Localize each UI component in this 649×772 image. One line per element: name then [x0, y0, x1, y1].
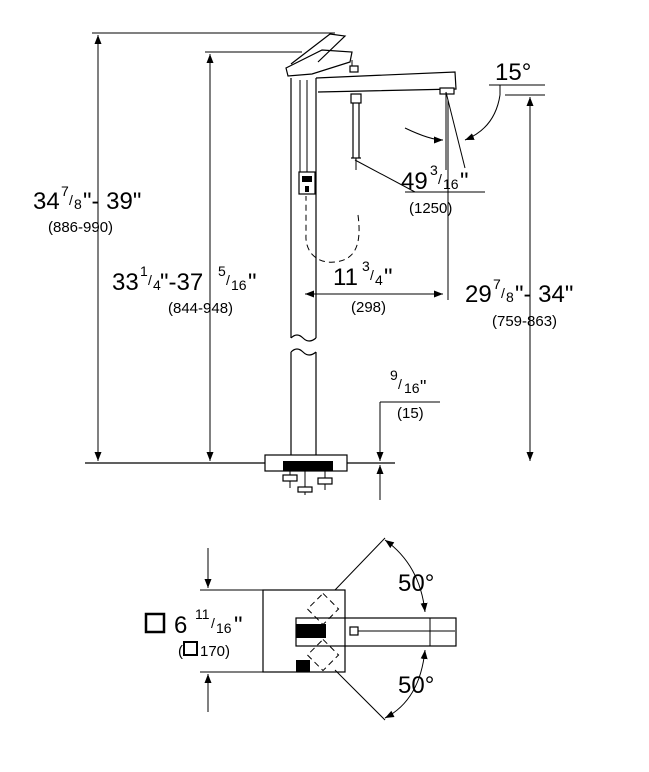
spout-height-den2: 16 [231, 277, 247, 293]
overall-height-rest: "- 39" [83, 188, 141, 215]
spout-height-whole: 33 [112, 269, 139, 296]
side-elevation [85, 32, 545, 500]
floor-offset-num: 9 [390, 367, 398, 383]
floor-offset-indicator [376, 401, 440, 500]
projection-label: 11 3 / 4 " (298) [333, 258, 393, 316]
tilt-angle-label: 15° [495, 59, 531, 86]
spout-height-mid: "-37 [160, 269, 203, 296]
svg-text:/: / [211, 615, 215, 631]
outlet-height-den: 8 [506, 289, 514, 305]
floor-offset-end: " [420, 377, 426, 397]
svg-text:/: / [69, 192, 73, 208]
aerator [439, 87, 455, 95]
square-symbol-icon [144, 612, 166, 634]
overall-height-whole: 34 [33, 188, 60, 215]
outlet-height-label: 29 7 / 8 "- 34" (759-863) [465, 276, 573, 330]
lever-handle [285, 33, 359, 77]
svg-text:/: / [226, 272, 230, 288]
hose-length-whole: 49 [401, 168, 428, 195]
base-square-metric-open: ( [178, 643, 183, 660]
projection-num: 3 [362, 258, 370, 274]
spout-height-label: 33 1 / 4 "-37 5 / 16 " (844-948) [112, 263, 257, 317]
swivel-top-label: 50° [398, 570, 434, 597]
base-square-whole: 6 [174, 612, 187, 639]
hose-path [305, 196, 360, 263]
hose-length-end: " [460, 168, 469, 195]
outlet-height-num: 7 [493, 276, 501, 292]
base-square-end: " [234, 612, 243, 639]
projection-whole: 11 [333, 264, 358, 291]
outlet-height-rest: "- 34" [515, 281, 573, 308]
tilt-angle-indicator [404, 84, 545, 170]
top-view [200, 537, 457, 721]
faucet-column [290, 78, 317, 455]
projection-den: 4 [375, 272, 383, 288]
floor-offset-den: 16 [404, 380, 420, 396]
square-symbol-small-icon [183, 641, 198, 656]
hand-shower [350, 93, 362, 170]
base-square-num: 11 [195, 606, 210, 622]
overall-height-label: 34 7 / 8 "- 39" (886-990) [33, 183, 141, 236]
spout-height-metric: (844-948) [168, 300, 233, 317]
overall-height-den: 8 [74, 196, 82, 212]
hose-length-den: 16 [443, 176, 459, 192]
spout-height-num2: 5 [218, 263, 226, 279]
spout-height-end: " [248, 269, 257, 296]
spout-height-den: 4 [153, 277, 161, 293]
base-square-den: 16 [216, 620, 232, 636]
spout [315, 71, 457, 95]
svg-text:/: / [438, 171, 442, 187]
hose-holder [298, 171, 316, 195]
spout-plan [295, 617, 457, 647]
overall-height-num: 7 [61, 183, 69, 199]
svg-text:/: / [398, 376, 402, 392]
svg-text:/: / [148, 272, 152, 288]
projection-end: " [384, 264, 393, 291]
spout-height-num: 1 [140, 263, 148, 279]
overall-height-metric: (886-990) [48, 219, 113, 236]
base-square-label: 6 11 / 16 " ( 170) [144, 606, 243, 660]
hose-length-label: 49 3 / 16 " (1250) [401, 162, 469, 217]
floor-offset-metric: (15) [397, 405, 424, 422]
swivel-bottom-label: 50° [398, 672, 434, 699]
hose-length-metric: (1250) [409, 200, 452, 217]
base-square-metric-value: 170) [200, 643, 230, 660]
hose-length-num: 3 [430, 162, 438, 178]
outlet-height-whole: 29 [465, 281, 492, 308]
svg-text:/: / [370, 267, 374, 283]
outlet-height-metric: (759-863) [492, 313, 557, 330]
projection-metric: (298) [351, 299, 386, 316]
svg-text:/: / [501, 285, 505, 301]
floor-offset-label: 9 / 16 " (15) [390, 367, 426, 422]
base-plate [264, 454, 348, 495]
